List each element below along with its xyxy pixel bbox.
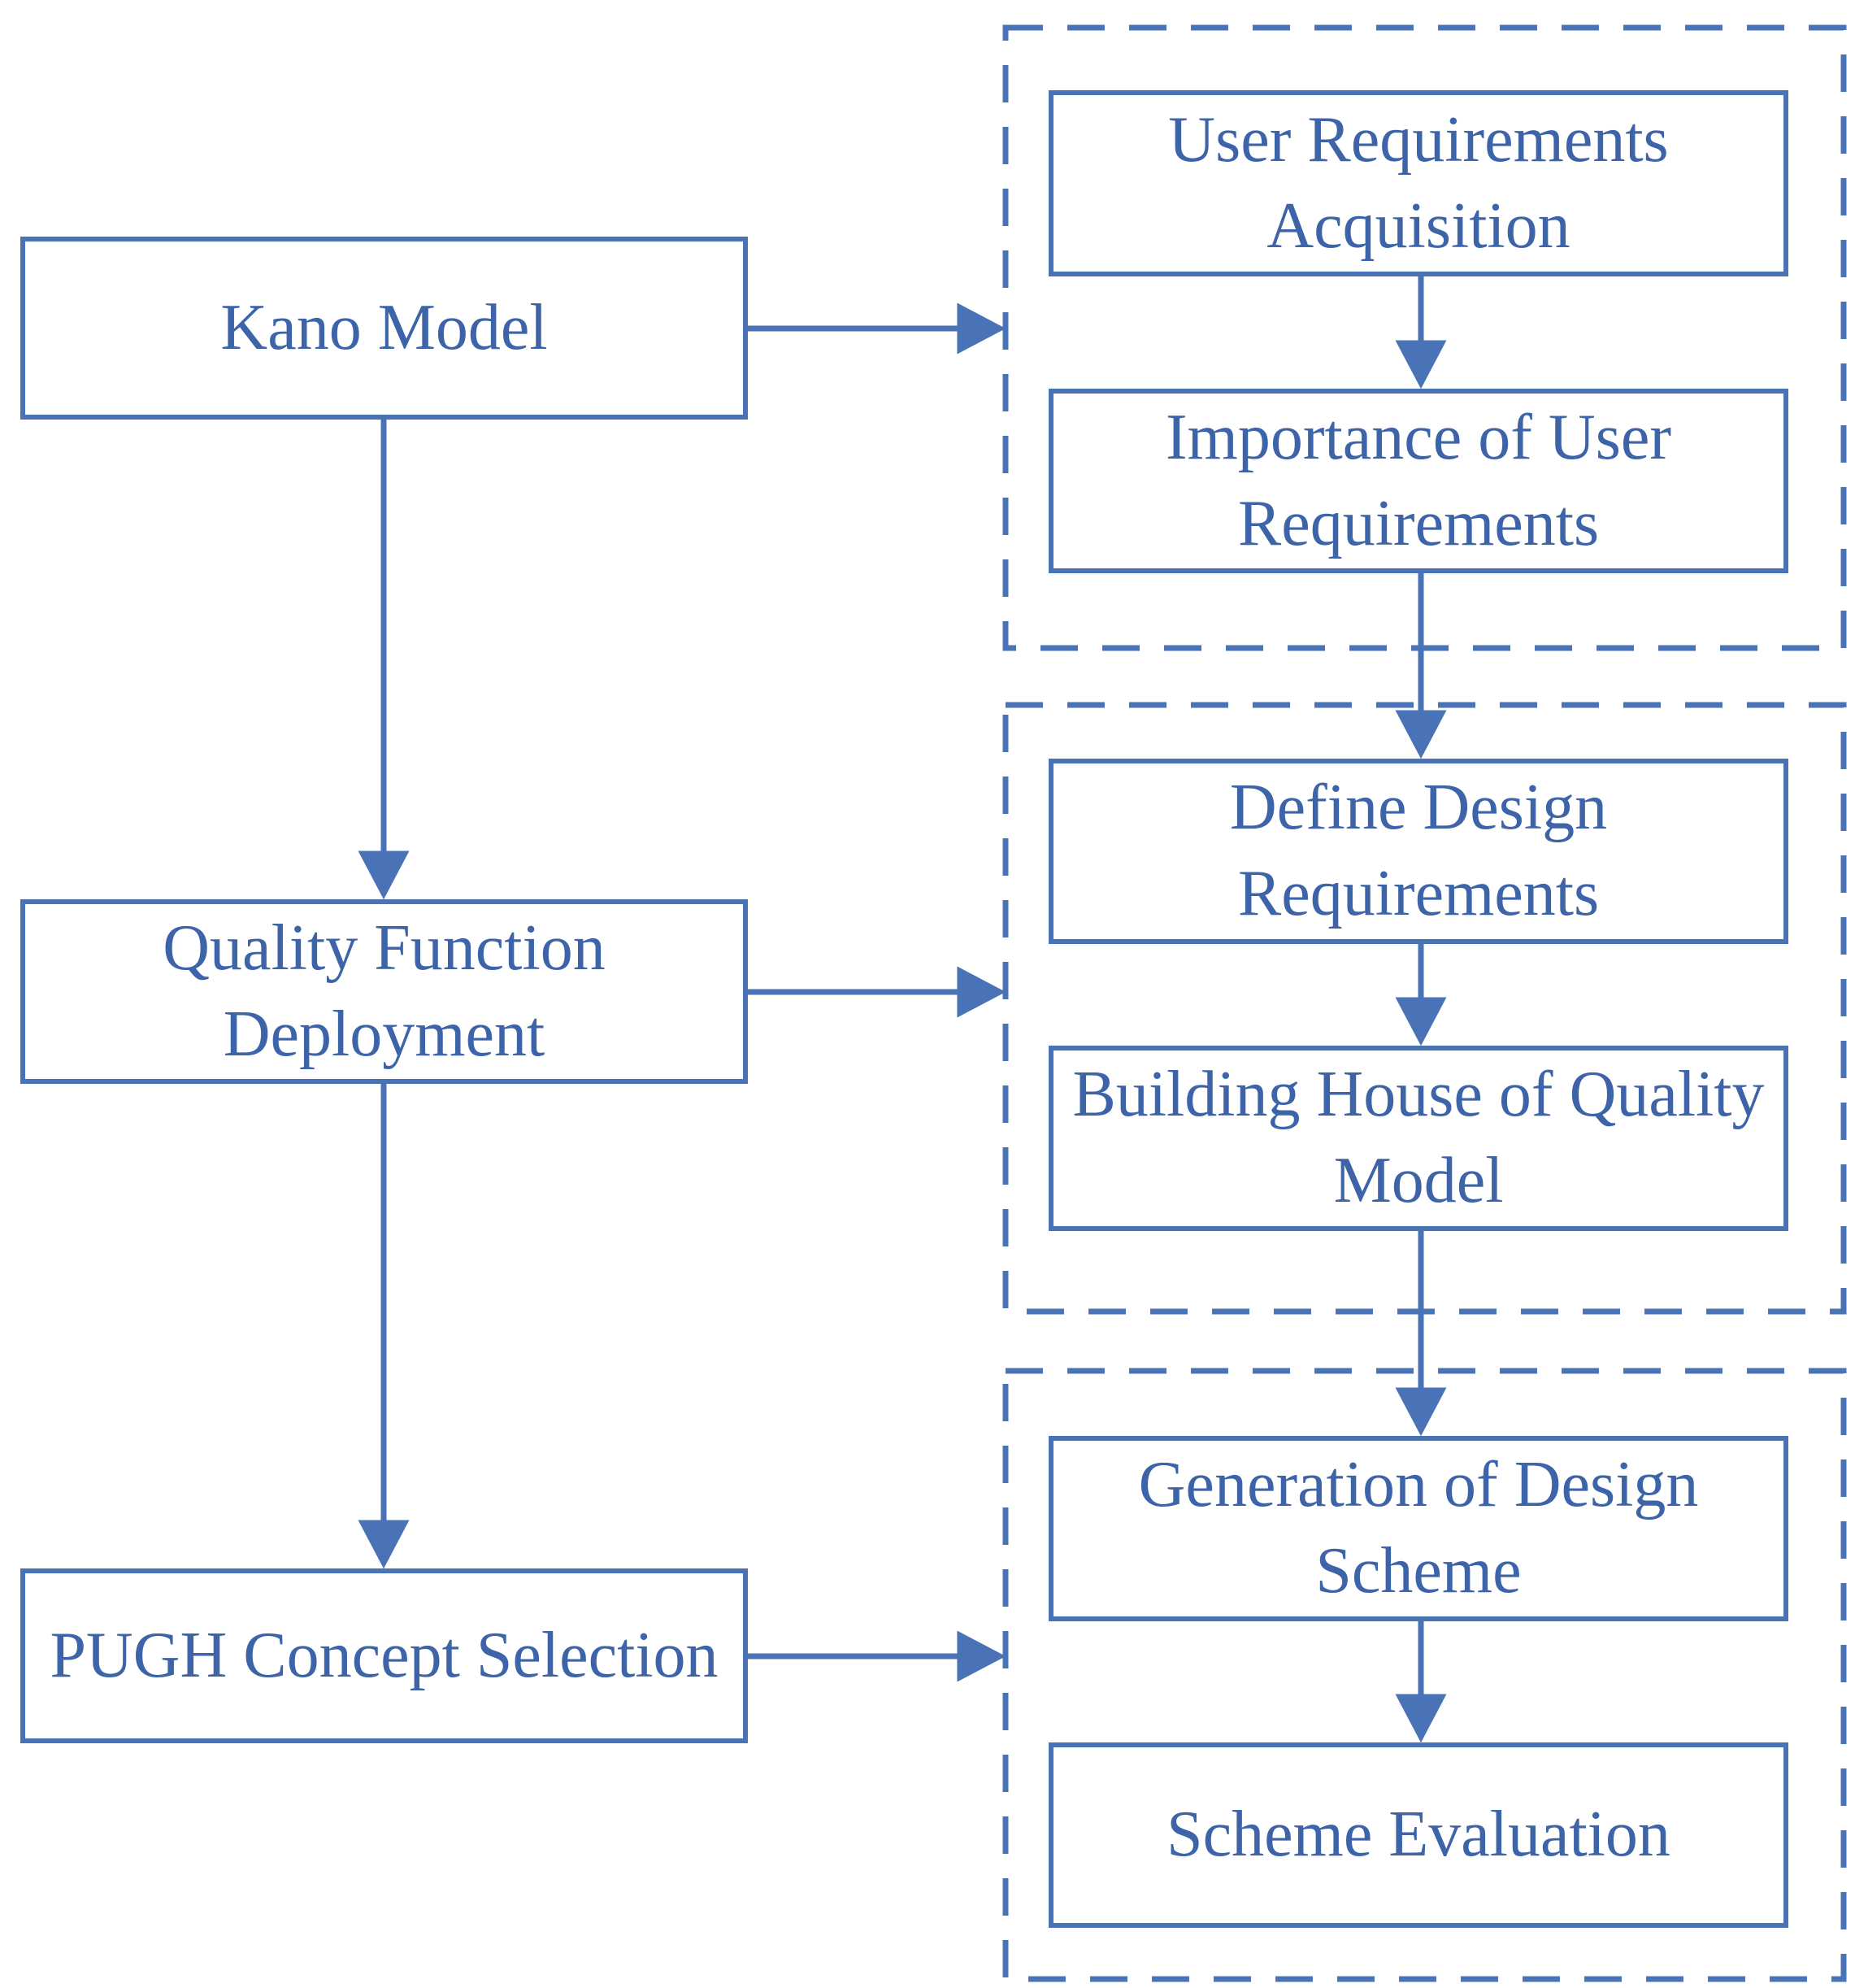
user-requirements-acquisition-box: User Requirements Acquisition (1049, 90, 1788, 276)
building-house-of-quality-model-box: Building House of Quality Model (1049, 1046, 1788, 1231)
generation-of-design-scheme-label: Generation of Design Scheme (1138, 1449, 1699, 1607)
pugh-concept-selection-box: PUGH Concept Selection (20, 1568, 748, 1743)
importance-of-user-requirements-box: Importance of User Requirements (1049, 389, 1788, 573)
user-requirements-acquisition-label: User Requirements Acquisition (1168, 103, 1669, 262)
scheme-evaluation-label: Scheme Evaluation (1166, 1799, 1670, 1871)
group3-dashed-border (1002, 1368, 1847, 1982)
generation-of-design-scheme-box: Generation of Design Scheme (1049, 1436, 1788, 1621)
building-house-of-quality-model-label: Building House of Quality Model (1072, 1059, 1765, 1216)
kano-model-box: Kano Model (20, 237, 748, 420)
quality-function-deployment-box: Quality Function Deployment (20, 899, 748, 1084)
kano-model-label: Kano Model (220, 291, 548, 363)
quality-function-deployment-label: Quality Function Deployment (163, 911, 606, 1070)
define-design-requirements-box: Define Design Requirements (1049, 759, 1788, 944)
scheme-evaluation-box: Scheme Evaluation (1049, 1742, 1788, 1928)
group2-dashed-border (1002, 702, 1847, 1315)
define-design-requirements-label: Define Design Requirements (1229, 772, 1608, 929)
importance-of-user-requirements-label: Importance of User Requirements (1166, 401, 1671, 559)
pugh-concept-selection-label: PUGH Concept Selection (50, 1619, 719, 1691)
